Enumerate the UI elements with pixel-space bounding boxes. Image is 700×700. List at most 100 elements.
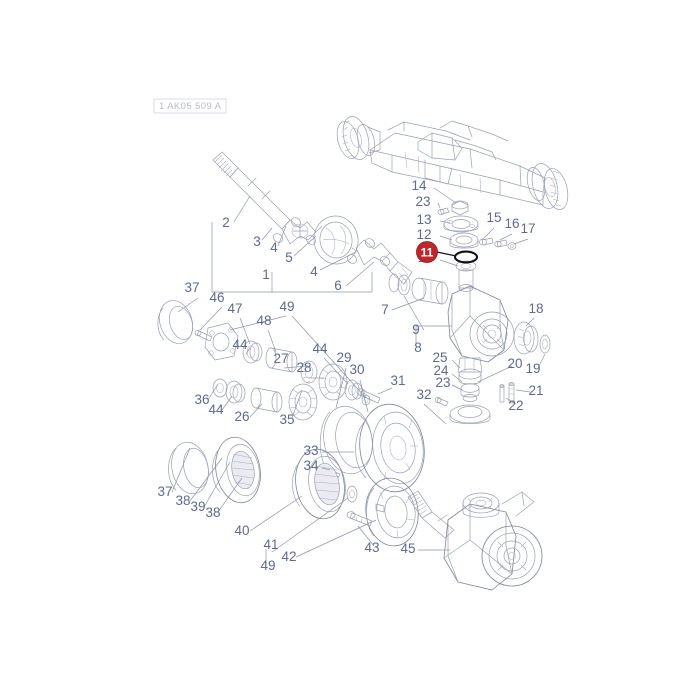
friction-disc-40 (292, 448, 346, 520)
callout-number-23[interactable]: 23 (435, 375, 450, 390)
spacer-tube-26 (250, 387, 283, 413)
knuckle-top-boss (462, 492, 500, 518)
highlight-marker-label: 11 (421, 246, 434, 260)
callout-number-47[interactable]: 47 (227, 301, 242, 316)
callout-number-28[interactable]: 28 (296, 360, 311, 375)
callout-number-5[interactable]: 5 (285, 250, 293, 265)
gear-27 (300, 360, 318, 384)
knuckle-spindle (469, 311, 515, 357)
callout-number-34[interactable]: 34 (303, 458, 319, 473)
callout-number-44[interactable]: 44 (312, 341, 328, 356)
callout-number-22[interactable]: 22 (508, 398, 523, 413)
callout-number-43[interactable]: 43 (364, 540, 379, 555)
seal-ring-37-upper (157, 300, 194, 344)
rear-yoke (347, 238, 399, 272)
knuckle-assembly-45 (407, 490, 543, 591)
bolt-43 (346, 511, 373, 527)
callout-number-19[interactable]: 19 (525, 361, 540, 376)
callout-number-45[interactable]: 45 (400, 541, 415, 556)
flange-plate-47 (204, 322, 239, 361)
fasteners-15-16-17 (479, 237, 517, 250)
part-code-box: 1 AK05 509 A (153, 98, 227, 114)
callout-number-7[interactable]: 7 (381, 302, 389, 317)
axle-right-hub (526, 163, 569, 210)
driveshaft-assembly (212, 151, 413, 285)
callout-number-4[interactable]: 4 (270, 240, 278, 255)
backing-plate-42 (365, 477, 419, 547)
callout-number-31[interactable]: 31 (390, 373, 405, 388)
universal-joint-front (273, 217, 317, 245)
callout-number-30[interactable]: 30 (349, 362, 364, 377)
callout-number-41[interactable]: 41 (263, 537, 278, 552)
ring-36 (212, 378, 228, 398)
kingpin-stack (437, 200, 479, 292)
seal-ring-37-lower (168, 441, 209, 495)
callout-number-38[interactable]: 38 (175, 493, 190, 508)
callout-number-37[interactable]: 37 (184, 280, 199, 295)
cv-joint-housing (313, 215, 359, 265)
callout-number-49[interactable]: 49 (279, 299, 294, 314)
steering-knuckle-body (447, 285, 515, 373)
axle-housing-assembly (336, 116, 569, 210)
callout-number-32[interactable]: 32 (416, 387, 431, 402)
callout-number-4[interactable]: 4 (310, 264, 318, 279)
bolt-31 (356, 388, 381, 404)
callout-number-46[interactable]: 46 (209, 290, 224, 305)
callout-number-12[interactable]: 12 (416, 227, 431, 242)
spacer-tube-48 (265, 347, 298, 373)
washer-44-lower (225, 380, 246, 404)
callout-number-15[interactable]: 15 (486, 210, 501, 225)
wheel-bearing-18 (513, 321, 539, 355)
axle-left-hub (336, 116, 381, 160)
callout-number-48[interactable]: 48 (256, 313, 271, 328)
callout-number-38[interactable]: 38 (205, 505, 220, 520)
callout-number-26[interactable]: 26 (234, 409, 249, 424)
callout-number-44[interactable]: 44 (232, 337, 248, 352)
seal-ring-19 (539, 334, 551, 354)
highlight-marker-11[interactable]: 11 (416, 241, 438, 263)
callout-number-20[interactable]: 20 (507, 356, 522, 371)
seal-rings-9-10 (388, 273, 411, 296)
oring-seal-11-highlighted (453, 250, 479, 264)
callout-number-36[interactable]: 36 (194, 392, 209, 407)
knuckle-45-spindle (481, 525, 543, 587)
callout-number-1[interactable]: 1 (262, 267, 270, 282)
callout-number-40[interactable]: 40 (234, 523, 249, 538)
callout-number-9[interactable]: 9 (412, 322, 420, 337)
callout-number-3[interactable]: 3 (253, 234, 261, 249)
callout-number-2[interactable]: 2 (222, 215, 230, 230)
part-code-label: 1 AK05 509 A (159, 101, 222, 112)
brake-drum-30 (355, 403, 425, 493)
callout-number-8[interactable]: 8 (414, 340, 422, 355)
pin-46 (194, 330, 213, 342)
callout-number-17[interactable]: 17 (520, 221, 535, 236)
callout-number-39[interactable]: 39 (190, 499, 205, 514)
callout-number-29[interactable]: 29 (336, 350, 351, 365)
ring-41 (346, 485, 358, 503)
leader-lines (171, 187, 546, 566)
sleeve-bushing-7 (411, 277, 449, 305)
callout-number-18[interactable]: 18 (528, 301, 543, 316)
friction-disc-38a (212, 436, 261, 504)
bearing-assembly-28 (318, 363, 348, 401)
callout-number-24[interactable]: 24 (433, 363, 449, 378)
callout-labels: 1234546789101112131415161718192021222323… (157, 178, 543, 573)
callout-number-16[interactable]: 16 (504, 216, 519, 231)
callout-number-25[interactable]: 25 (432, 350, 447, 365)
callout-number-6[interactable]: 6 (334, 278, 342, 293)
callout-number-21[interactable]: 21 (528, 383, 543, 398)
callout-number-27[interactable]: 27 (273, 351, 288, 366)
bushing-44-upper (242, 340, 263, 364)
callout-number-33[interactable]: 33 (303, 443, 318, 458)
callout-number-23[interactable]: 23 (415, 194, 430, 209)
gear-cluster-35 (288, 383, 318, 421)
callout-number-14[interactable]: 14 (411, 178, 427, 193)
callout-number-44[interactable]: 44 (208, 402, 224, 417)
callout-number-42[interactable]: 42 (281, 549, 296, 564)
callout-number-49[interactable]: 49 (260, 558, 275, 573)
callout-number-13[interactable]: 13 (416, 212, 431, 227)
callout-number-37[interactable]: 37 (157, 484, 172, 499)
callout-number-35[interactable]: 35 (279, 412, 294, 427)
